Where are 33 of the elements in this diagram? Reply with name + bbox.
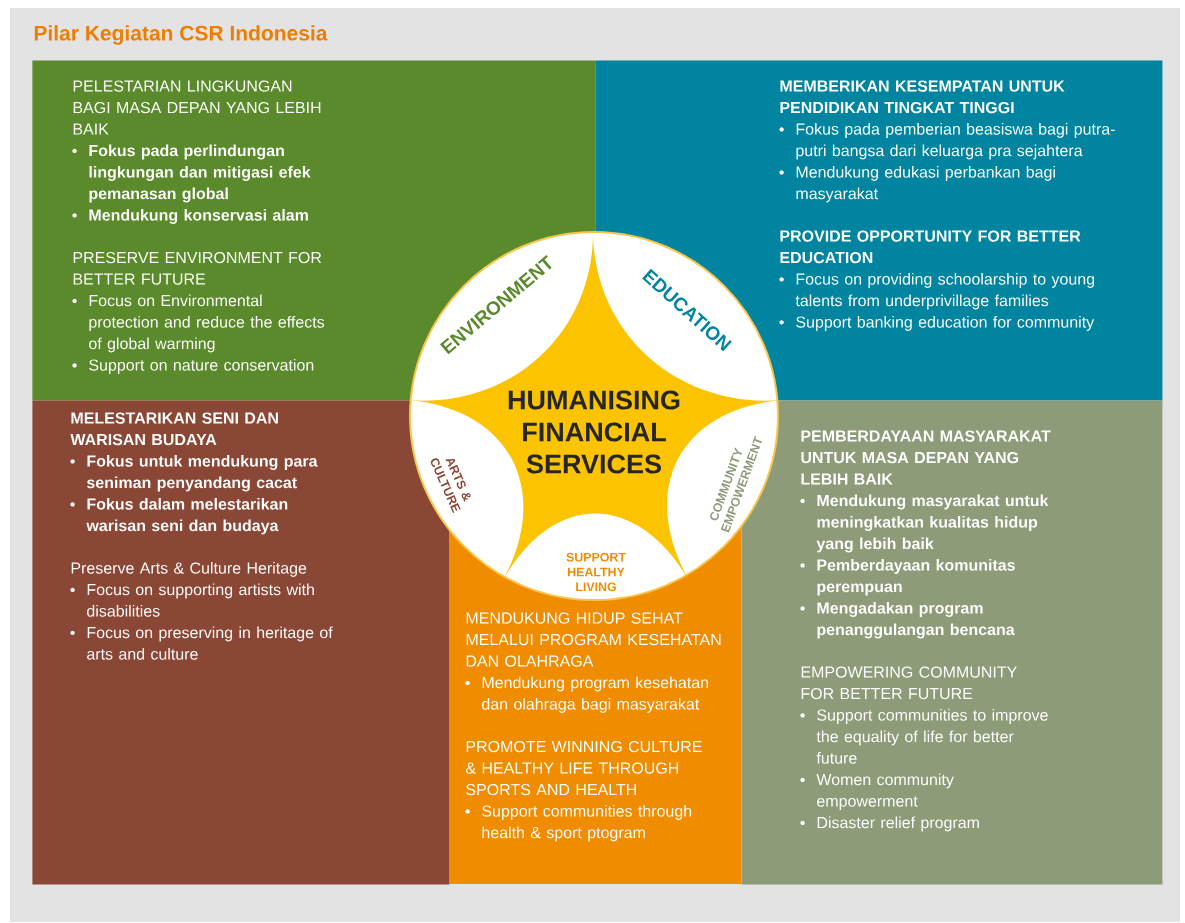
bullet-item: Women community empowerment <box>800 773 954 810</box>
bullet-item: Mendukung program kesehatan dan olahraga bagi masyarakat <box>465 676 709 713</box>
heading: PRESERVE ENVIRONMENT FOR BETTER FUTURE <box>73 251 322 285</box>
bullet-item: Support communities to improve the equality of life for better future <box>800 708 1048 764</box>
petal-label: SUPPORT HEALTHY LIVING <box>566 552 626 592</box>
bullet-item: Support on nature conservation <box>72 358 314 374</box>
bullet-item: Disaster relief program <box>800 816 979 832</box>
bullet-item: Fokus untuk mendukung para seniman penyandang cacat <box>70 455 318 492</box>
heading: PELESTARIAN LINGKUNGAN BAGI MASA DEPAN YANG LEBIH BAIK <box>73 80 321 135</box>
bullet-item: Focus on providing schoolarship to young talents from underprivillage families <box>779 272 1095 310</box>
bullet-item: Support banking education for community <box>779 315 1095 331</box>
heading: PROVIDE OPPORTUNITY FOR BETTER EDUCATION <box>780 230 1081 264</box>
bullet-item: Mendukung konservasi alam <box>72 208 308 224</box>
heading: PROMOTE WINNING CULTURE & HEALTHY LIFE THROUGH SPORTS AND HEALTH <box>465 740 702 796</box>
heading: MEMBERIKAN KESEMPATAN UNTUK PENDIDIKAN TINGKAT TINGGI <box>780 80 1065 114</box>
bullet-item: Focus on preserving in heritage of arts and culture <box>70 626 333 660</box>
bullet-item: Mendukung edukasi perbankan bagi masyarakat <box>779 165 1055 203</box>
heading: MENDUKUNG HIDUP SEHAT MELALUI PROGRAM KESEHATAN DAN OLAHRAGA <box>466 612 721 667</box>
bullet-item: Mengadakan program penanggulangan bencana <box>800 602 1015 639</box>
center-title: HUMANISING FINANCIAL SERVICES <box>508 390 680 474</box>
bullet-item: Pemberdayaan komunitas perempuan <box>800 558 1015 596</box>
bullet-item: Support communities through health & sport ptogram <box>465 804 692 842</box>
heading: PEMBERDAYAAN MASYARAKAT UNTUK MASA DEPAN YANG LEBIH BAIK <box>801 430 1051 485</box>
bullet-item: Focus on Environmental protection and reduce the effects of global warming <box>72 294 325 353</box>
bullet-item: Fokus pada pemberian beasiswa bagi putra-putri bangsa dari keluarga pra sejahtera <box>779 122 1115 160</box>
heading: Preserve Arts & Culture Heritage <box>71 561 307 577</box>
bullet-item: Fokus pada perlindungan lingkungan dan mitigasi efek pemanasan global <box>72 144 311 203</box>
heading: MELESTARIKAN SENI DAN WARISAN BUDAYA <box>70 412 278 446</box>
bullet-item: Focus on supporting artists with disabilities <box>70 583 314 617</box>
bullet-item: Fokus dalam melestarikan warisan seni dan budaya <box>70 497 288 535</box>
bullet-item: Mendukung masyarakat untuk meningkatkan kualitas hidup yang lebih baik <box>800 494 1049 553</box>
title: Pilar Kegiatan CSR Indonesia <box>34 25 328 45</box>
heading: EMPOWERING COMMUNITY FOR BETTER FUTURE <box>801 666 1017 700</box>
